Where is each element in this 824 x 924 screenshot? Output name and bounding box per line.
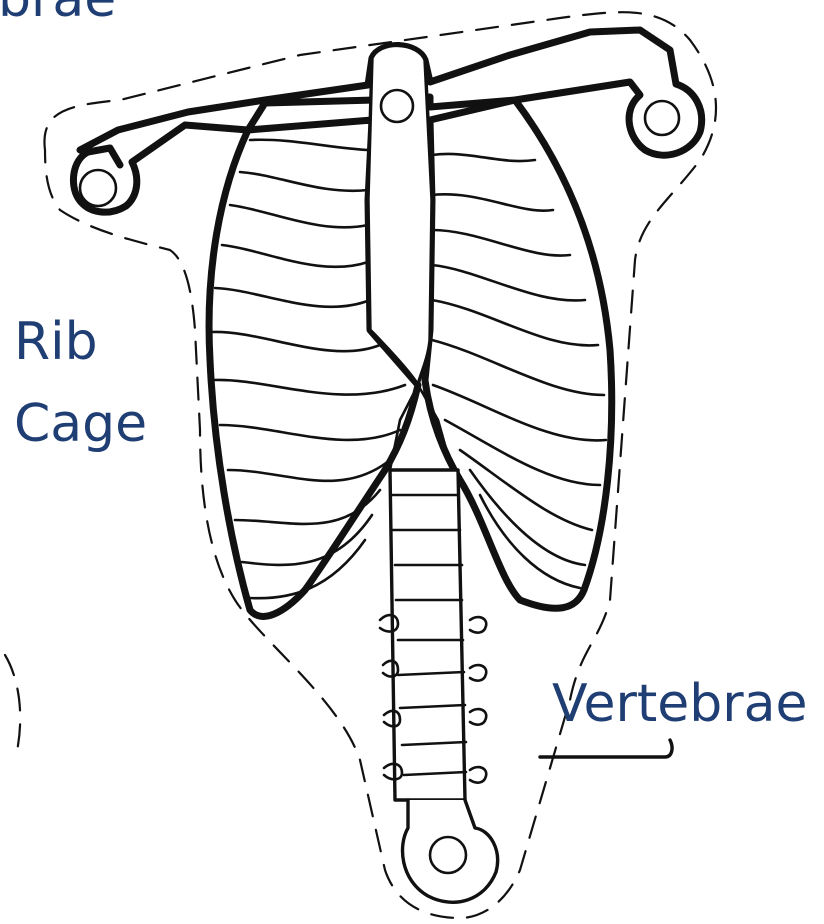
clipped-label-top: brae: [0, 0, 116, 28]
vertebrae-label: Vertebrae: [552, 675, 808, 733]
cage-label: Cage: [14, 395, 147, 453]
vertebrae-leader-line: [540, 740, 672, 757]
tail-loop: [403, 800, 498, 902]
rib-label: Rib: [14, 313, 98, 371]
vertebral-column: [380, 470, 486, 800]
